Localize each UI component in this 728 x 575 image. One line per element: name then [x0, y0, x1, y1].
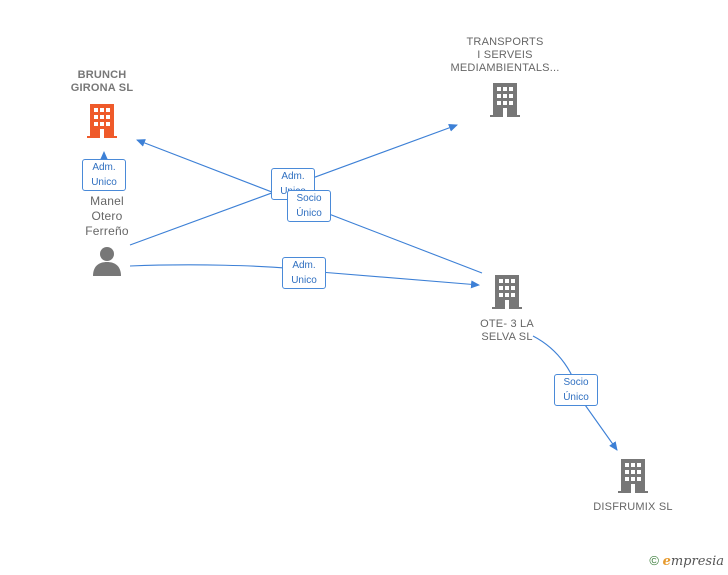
building-icon [492, 275, 522, 309]
node-transports-serveis[interactable]: TRANSPORTS I SERVEIS MEDIAMBIENTALS... [430, 36, 580, 122]
node-ote-3-la-selva[interactable]: OTE- 3 LA SELVA SL [462, 275, 552, 344]
building-icon [490, 83, 520, 117]
building-icon [87, 104, 117, 138]
empresia-logo[interactable]: © empresia [649, 553, 724, 569]
node-disfrumix[interactable]: DISFRUMIX SL [578, 459, 688, 514]
relation-badge-socio-unico[interactable]: Socio Único [554, 374, 598, 406]
node-label: BRUNCH GIRONA SL [70, 69, 134, 94]
node-label: OTE- 3 LA SELVA SL [480, 318, 534, 343]
copyright-symbol: © [649, 553, 659, 568]
person-icon [93, 247, 121, 276]
brand-name: empresia [662, 554, 724, 569]
building-icon [618, 459, 648, 493]
relation-badge-adm-unico[interactable]: Adm. Unico [82, 159, 126, 191]
node-brunch-girona[interactable]: BRUNCH GIRONA SL [55, 69, 149, 143]
node-label: DISFRUMIX SL [593, 501, 673, 513]
node-label: TRANSPORTS I SERVEIS MEDIAMBIENTALS... [450, 36, 560, 74]
relation-badge-socio-unico[interactable]: Socio Único [287, 190, 331, 222]
relation-badge-adm-unico[interactable]: Adm. Unico [282, 257, 326, 289]
node-person-manel-otero[interactable]: Manel Otero Ferreño [72, 194, 142, 282]
node-label: Manel Otero Ferreño [85, 194, 129, 238]
